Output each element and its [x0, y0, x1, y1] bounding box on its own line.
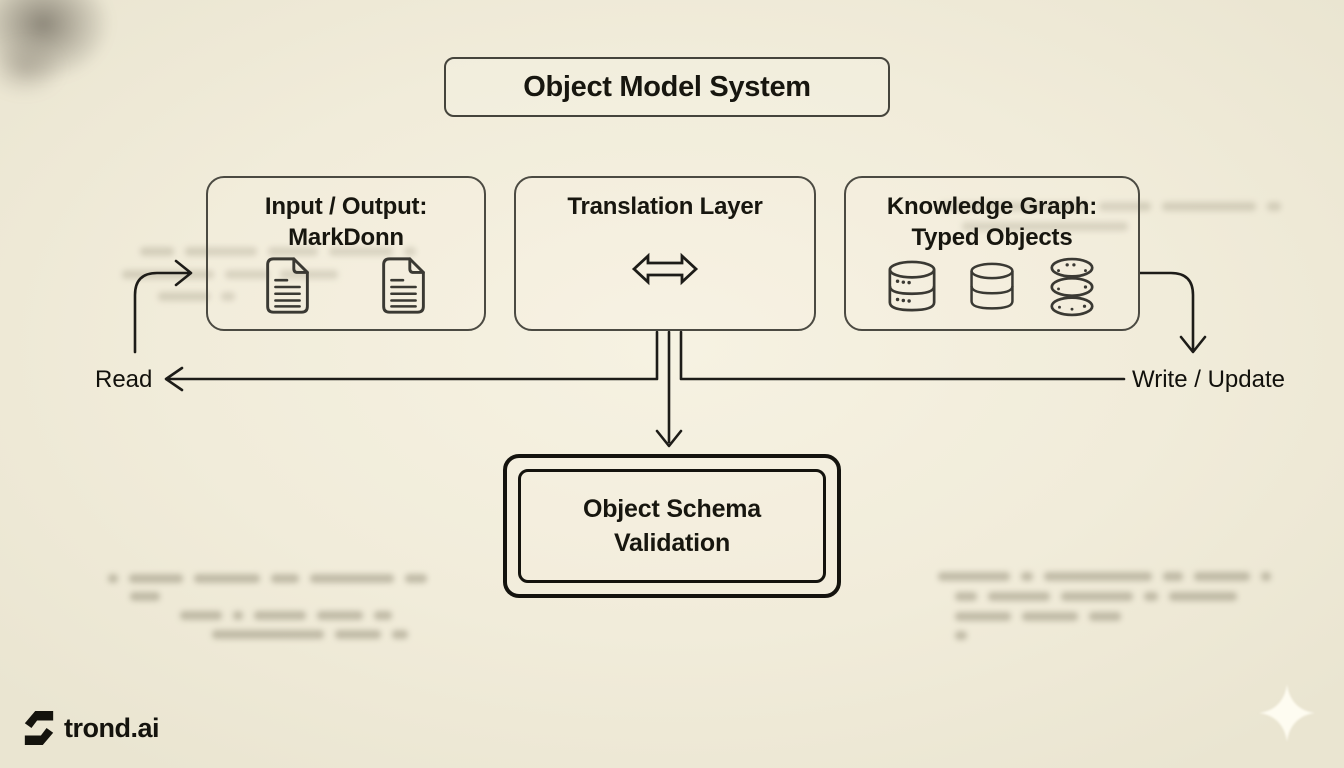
node-translation-title: Translation Layer — [567, 191, 763, 222]
blurred-text-line — [140, 247, 416, 256]
blurred-text-fragment — [212, 630, 324, 639]
blurred-text-line — [180, 611, 392, 620]
blurred-text-fragment — [185, 247, 257, 256]
blurred-text-fragment — [1169, 592, 1237, 601]
blurred-text-fragment — [1144, 592, 1158, 601]
blurred-text-fragment — [180, 611, 222, 620]
blurred-text-fragment — [405, 574, 427, 583]
diagram-title-box: Object Model System — [444, 57, 890, 117]
blurred-text-line — [108, 574, 427, 583]
blurred-text-line — [938, 572, 1271, 581]
validation-arrow — [655, 330, 683, 448]
blurred-text-fragment — [194, 574, 260, 583]
blurred-text-fragment — [1267, 202, 1281, 211]
blurred-text-fragment — [374, 611, 392, 620]
validation-box: Object Schema Validation — [503, 454, 841, 598]
blurred-text-fragment — [140, 247, 174, 256]
blurred-text-fragment — [108, 574, 118, 583]
blurred-text-fragment — [310, 574, 394, 583]
write-update-label: Write / Update — [1132, 366, 1285, 393]
blurred-text-line — [955, 592, 1237, 601]
blurred-text-fragment — [1061, 592, 1133, 601]
blurred-text-fragment — [955, 631, 967, 640]
brand-name: trond.ai — [64, 712, 160, 743]
blurred-text-fragment — [1021, 572, 1033, 581]
blurred-text-fragment — [268, 247, 318, 256]
database-icon — [886, 259, 938, 315]
blurred-text-line — [130, 592, 160, 601]
blurred-text-fragment — [129, 574, 183, 583]
blurred-text-line — [212, 630, 408, 639]
blurred-text-fragment — [158, 292, 210, 301]
blurred-text-fragment — [225, 270, 269, 279]
blurred-text-fragment — [1099, 202, 1151, 211]
document-icon — [262, 255, 314, 317]
node-input-output: Input / Output: MarkDonn — [206, 176, 486, 331]
blurred-text-fragment — [271, 574, 299, 583]
blurred-text-fragment — [392, 630, 408, 639]
blurred-text-fragment — [1089, 612, 1121, 621]
sparkle-icon — [1259, 684, 1315, 747]
read-flow-line — [164, 366, 659, 392]
blurred-text-fragment — [233, 611, 243, 620]
corner-shadow-decoration — [0, 28, 80, 108]
blurred-text-fragment — [955, 612, 1011, 621]
node-title-line: Knowledge Graph: — [886, 193, 1098, 220]
blurred-text-line — [940, 202, 1281, 211]
blurred-text-fragment — [254, 611, 306, 620]
disk-stack-icon — [1046, 257, 1098, 317]
database-icon — [968, 259, 1016, 315]
blurred-text-fragment — [1163, 572, 1183, 581]
knowledge-graph-icons — [886, 253, 1098, 329]
blurred-text-fragment — [404, 247, 416, 256]
node-translation-layer: Translation Layer — [514, 176, 816, 331]
node-knowledge-graph-title: Knowledge Graph: Typed Objects — [887, 191, 1097, 253]
blurred-text-fragment — [1261, 572, 1271, 581]
diagram-title: Object Model System — [523, 70, 811, 103]
node-title-line: Typed Objects — [911, 224, 1073, 251]
input-output-icons — [262, 253, 430, 329]
blurred-text-fragment — [1162, 202, 1256, 211]
node-title-line: Translation Layer — [567, 193, 763, 220]
blurred-text-line — [955, 612, 1121, 621]
brand-logo: trond.ai — [22, 708, 160, 748]
blurred-text-fragment — [988, 592, 1050, 601]
blurred-text-fragment — [1194, 572, 1250, 581]
corner-shadow-decoration — [0, 0, 138, 104]
blurred-text-fragment — [962, 222, 1128, 231]
blurred-text-fragment — [221, 292, 235, 301]
blurred-text-fragment — [940, 202, 1088, 211]
validation-box-inner: Object Schema Validation — [518, 469, 826, 583]
validation-title-line: Validation — [613, 529, 731, 557]
blurred-text-fragment — [335, 630, 381, 639]
brand-logo-icon — [22, 708, 56, 748]
read-label: Read — [95, 366, 153, 393]
write-hook-arrow — [1138, 271, 1207, 354]
node-title-line: MarkDonn — [288, 224, 404, 251]
blurred-text-fragment — [1044, 572, 1152, 581]
blurred-text-fragment — [329, 247, 393, 256]
blurred-text-fragment — [130, 592, 160, 601]
validation-title-line: Object Schema — [582, 495, 762, 523]
blurred-text-line — [962, 222, 1128, 231]
node-title-line: Input / Output: — [264, 193, 428, 220]
translation-icons — [631, 222, 699, 329]
node-knowledge-graph: Knowledge Graph: Typed Objects — [844, 176, 1140, 331]
node-input-output-title: Input / Output: MarkDonn — [265, 191, 427, 253]
double-arrow-icon — [631, 251, 699, 287]
blurred-text-fragment — [1022, 612, 1078, 621]
blurred-text-fragment — [280, 270, 338, 279]
blurred-text-fragment — [122, 270, 214, 279]
blurred-text-fragment — [938, 572, 1010, 581]
document-icon — [378, 255, 430, 317]
blurred-text-fragment — [955, 592, 977, 601]
blurred-text-fragment — [317, 611, 363, 620]
blurred-text-line — [955, 631, 967, 640]
